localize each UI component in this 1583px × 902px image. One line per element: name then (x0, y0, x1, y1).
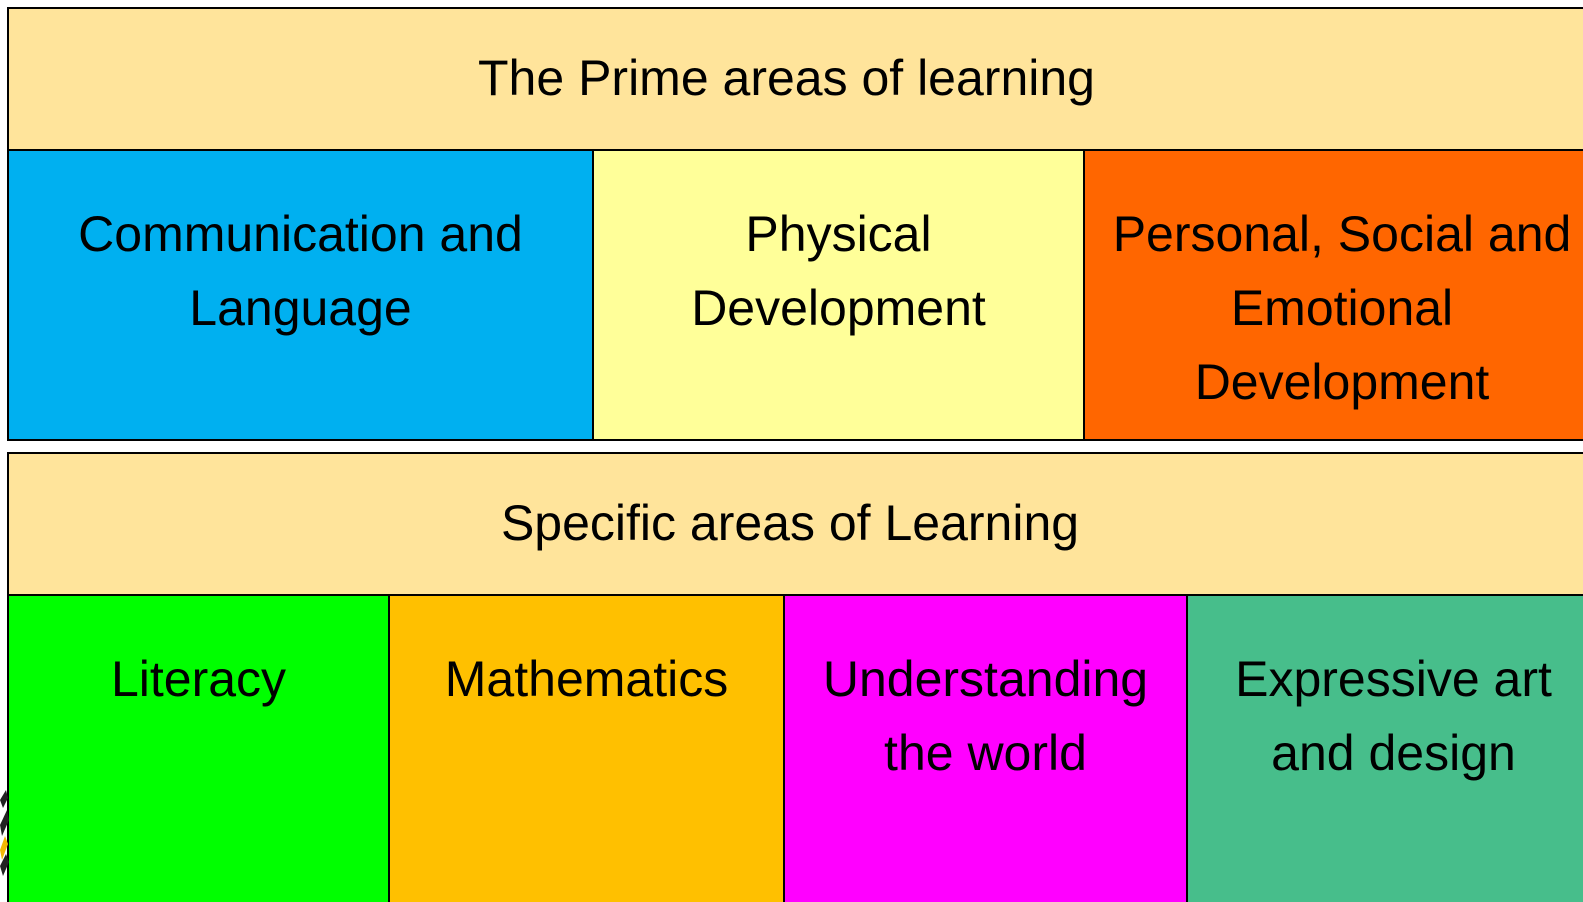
specific-areas-row: Literacy Mathematics Understanding the w… (9, 596, 1583, 902)
specific-areas-title: Specific areas of Learning (9, 454, 1583, 596)
area-literacy: Literacy (9, 596, 388, 902)
area-label: Personal, Social and Emotional Developme… (1112, 206, 1572, 410)
clipped-graphic-edge (0, 790, 9, 876)
area-communication-and-language: Communication and Language (9, 151, 592, 439)
prime-areas-title: The Prime areas of learning (9, 9, 1583, 151)
area-understanding-the-world: Understanding the world (783, 596, 1186, 902)
area-label: Mathematics (444, 651, 729, 707)
specific-areas-block: Specific areas of Learning Literacy Math… (7, 452, 1583, 902)
area-physical-development: Physical Development (592, 151, 1083, 439)
area-expressive-art-and-design: Expressive art and design (1186, 596, 1583, 902)
area-label: Communication and Language (78, 206, 523, 336)
area-personal-social-emotional: Personal, Social and Emotional Developme… (1083, 151, 1583, 439)
area-label: Physical Development (691, 206, 986, 336)
area-label: Expressive art and design (1235, 651, 1552, 781)
prime-areas-row: Communication and Language Physical Deve… (9, 151, 1583, 439)
area-mathematics: Mathematics (388, 596, 783, 902)
area-label: Literacy (110, 651, 287, 707)
area-label: Understanding the world (822, 651, 1149, 781)
prime-areas-block: The Prime areas of learning Communicatio… (7, 7, 1583, 441)
